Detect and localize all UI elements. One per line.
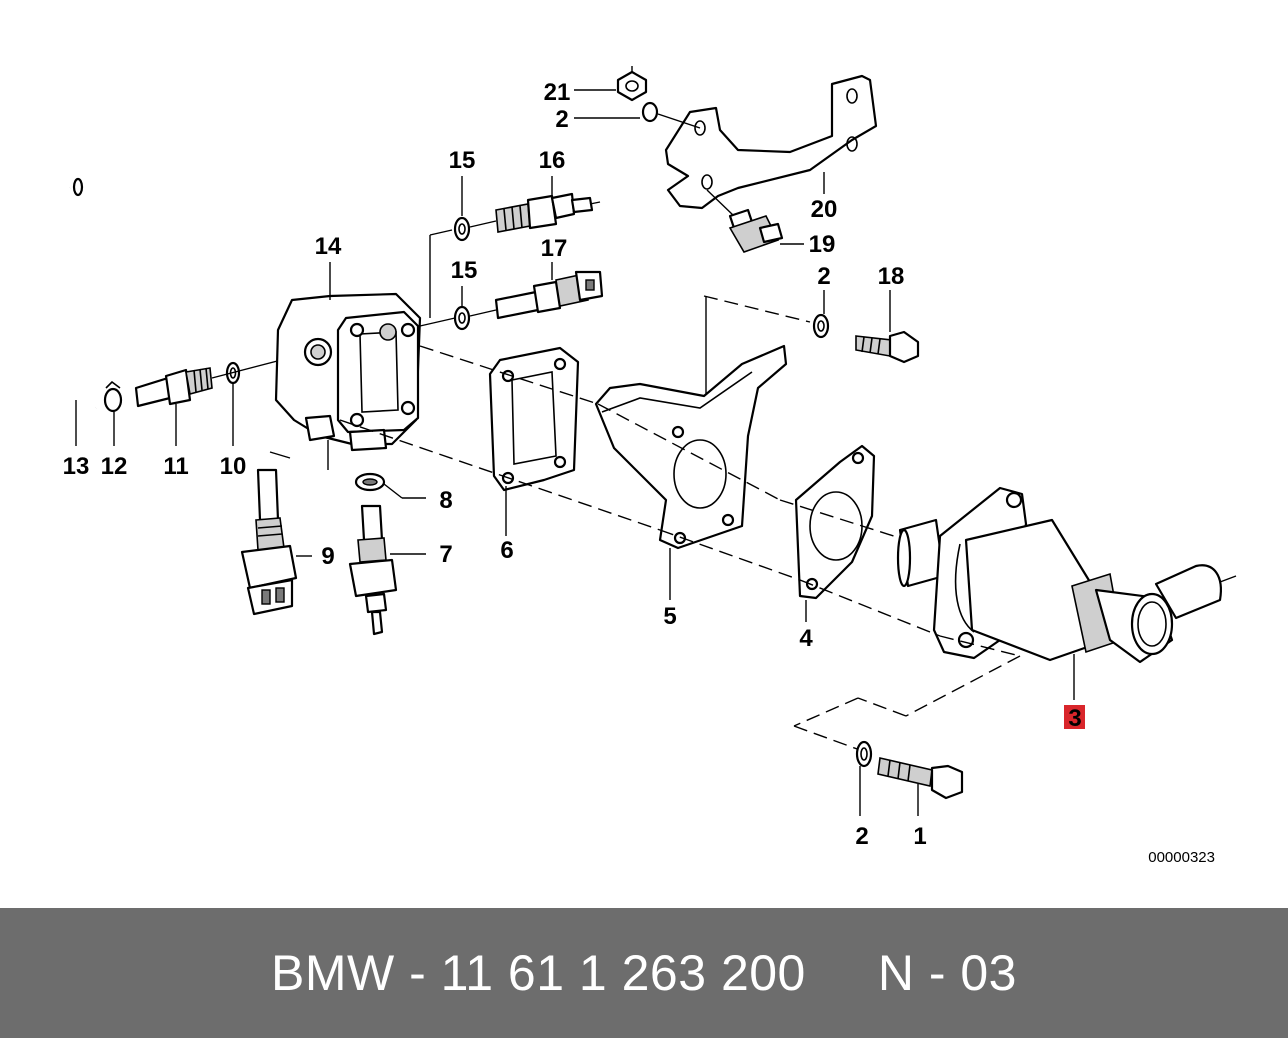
callout-2-bottom: 2 (855, 823, 868, 850)
part-15-washer-upper (453, 216, 471, 242)
part-2-washer-bottom (855, 740, 873, 768)
part-1-bolt (877, 757, 964, 800)
callout-9: 9 (321, 543, 334, 570)
part-8-washer (354, 472, 386, 492)
part-2-washer-mid (812, 313, 830, 339)
callout-10: 10 (220, 453, 247, 480)
part-18-bolt (855, 330, 920, 364)
callout-5: 5 (663, 603, 676, 630)
part-number-text: BMW - 11 61 1 263 200 N - 03 (271, 945, 1017, 1001)
callout-16: 16 (539, 147, 566, 174)
callout-18: 18 (878, 263, 905, 290)
callout-8: 8 (439, 487, 452, 514)
part-14-housing (274, 292, 422, 452)
part-9-sensor (240, 468, 298, 616)
diagram-reference-number: 00000323 (1148, 849, 1215, 866)
part-15-washer-lower (453, 305, 471, 331)
part-13-hose (64, 177, 131, 415)
part-19-switch (706, 189, 784, 253)
callout-13: 13 (63, 453, 90, 480)
part-3-idle-valve (896, 486, 1222, 664)
callout-15-upper: 15 (449, 147, 476, 174)
part-16-sensor (469, 192, 601, 233)
callout-4: 4 (799, 625, 813, 652)
callout-20: 20 (811, 196, 838, 223)
part-number-footer: BMW - 11 61 1 263 200 N - 03 (0, 908, 1288, 1038)
callout-3-highlight (1064, 705, 1085, 729)
callout-21: 21 (544, 79, 571, 106)
part-17-sensor (469, 270, 604, 320)
callout-1: 1 (913, 823, 926, 850)
part-20-bracket (664, 74, 878, 210)
callout-11: 11 (163, 453, 188, 480)
part-2-washer-top (641, 101, 659, 123)
callout-6: 6 (500, 537, 513, 564)
callout-12: 12 (101, 453, 128, 480)
part-4-gasket (794, 444, 876, 600)
part-21-nut (616, 66, 648, 102)
exploded-parts-diagram: 21 2 15 16 14 17 15 20 19 2 18 13 12 11 … (63, 66, 1237, 866)
callout-19: 19 (809, 231, 836, 258)
part-11-fitting (134, 367, 213, 408)
part-6-gasket (488, 346, 580, 492)
part-7-sensor (348, 504, 398, 636)
callout-2-mid: 2 (817, 263, 830, 290)
callout-3: 3 (1068, 705, 1081, 732)
callout-14: 14 (315, 233, 342, 260)
part-12-clamp (103, 380, 123, 413)
callout-7: 7 (439, 541, 452, 568)
callout-2-top: 2 (555, 106, 568, 133)
callout-17: 17 (541, 235, 568, 262)
part-5-bracket (594, 344, 788, 550)
callout-15-lower: 15 (451, 257, 478, 284)
